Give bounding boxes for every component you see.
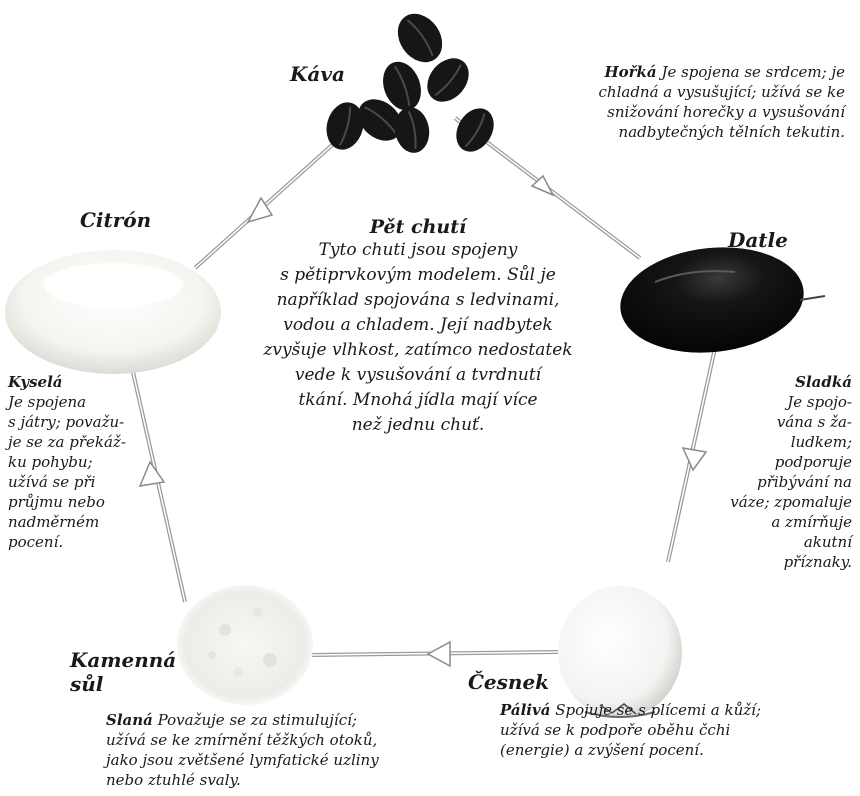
taste-slana: Slaná Považuje se za stimulující; užívá …: [106, 710, 426, 790]
label-kamenna-sul-line1: Kamenná: [70, 648, 177, 672]
label-kamenna-sul: Kamenná sůl: [70, 648, 176, 696]
taste-slana-line: Považuje se za stimulující;: [157, 711, 357, 729]
center-line: Tyto chuti jsou spojeny: [318, 240, 518, 260]
taste-sladka-line: přibývání na: [757, 473, 852, 491]
taste-sladka-line: váze; zpomaluje: [730, 493, 852, 511]
taste-horka-line: Je spojena se srdcem; je: [661, 63, 845, 81]
taste-sladka-line: akutní: [803, 533, 852, 551]
taste-kysela-name: Kyselá: [8, 373, 63, 391]
taste-sladka-line: podporuje: [774, 453, 852, 471]
taste-sladka-line: a zmírňuje: [771, 513, 852, 531]
center-line: tkání. Mnohá jídla mají více: [298, 390, 538, 410]
taste-paliva-line: Spojuje se s plícemi a kůží;: [555, 701, 762, 719]
taste-kysela: Kyselá Je spojena s játry; považu- je se…: [8, 372, 148, 552]
label-kamenna-sul-line2: sůl: [70, 672, 104, 696]
center-line: s pětiprvkovým modelem. Sůl je: [280, 265, 556, 285]
taste-horka-name: Hořká: [604, 63, 657, 81]
taste-slana-line: nebo ztuhlé svaly.: [106, 771, 241, 789]
label-kava: Káva: [290, 62, 345, 86]
taste-kysela-line: průjmu nebo: [8, 493, 105, 511]
taste-kysela-line: užívá se při: [8, 473, 96, 491]
label-citron: Citrón: [80, 208, 152, 232]
taste-kysela-line: je se za překáž-: [8, 433, 126, 451]
taste-paliva: Pálivá Spojuje se s plícemi a kůží; užív…: [500, 700, 850, 760]
taste-sladka: Sladká Je spojo- vána s ža- ludkem; podp…: [712, 372, 852, 572]
label-datle: Datle: [728, 228, 788, 252]
taste-paliva-line: užívá se k podpoře oběhu čchi: [500, 721, 731, 739]
center-line: například spojována s ledvinami,: [276, 290, 560, 310]
date-fruit-image: [620, 247, 826, 353]
arrow-datle-to-cesnek: [666, 347, 717, 563]
coffee-beans-image: [326, 13, 494, 153]
taste-horka-line: nadbytečných tělních tekutin.: [618, 123, 845, 141]
center-line: zvyšuje vlhkost, zatímco nedostatek: [263, 340, 573, 360]
taste-kysela-line: nadměrném: [8, 513, 100, 531]
taste-kysela-line: ku pohybu;: [8, 453, 93, 471]
center-body: Tyto chuti jsou spojeny s pětiprvkovým m…: [258, 238, 578, 438]
taste-sladka-name: Sladká: [795, 373, 852, 391]
garlic-image: [558, 586, 682, 718]
center-line: než jednu chuť.: [351, 415, 485, 435]
center-text-block: Pět chutí Tyto chuti jsou spojeny s pěti…: [258, 216, 578, 438]
taste-sladka-line: příznaky.: [783, 553, 852, 571]
arrow-cesnek-to-sul: [311, 640, 559, 668]
label-cesnek: Česnek: [468, 670, 550, 694]
center-title: Pět chutí: [369, 216, 467, 238]
taste-kysela-line: Je spojena: [8, 393, 87, 411]
taste-paliva-line: (energie) a zvýšení pocení.: [500, 741, 704, 759]
taste-kysela-line: s játry; považu-: [8, 413, 125, 431]
lemon-image: [5, 250, 221, 374]
taste-kysela-line: pocení.: [8, 533, 64, 551]
taste-sladka-line: vána s ža-: [776, 413, 852, 431]
taste-slana-name: Slaná: [106, 711, 153, 729]
center-line: vede k vysušování a tvrdnutí: [294, 365, 542, 385]
taste-horka-line: snižování horečky a vysušování: [607, 103, 845, 121]
taste-sladka-line: ludkem;: [790, 433, 852, 451]
center-line: vodou a chladem. Její nadbytek: [283, 315, 553, 335]
taste-slana-line: užívá se ke zmírnění těžkých otoků,: [106, 731, 378, 749]
taste-paliva-name: Pálivá: [500, 701, 551, 719]
taste-horka: Hořká Je spojena se srdcem; je chladná a…: [500, 62, 845, 142]
taste-slana-line: jako jsou zvětšené lymfatické uzliny: [106, 751, 379, 769]
rock-salt-image: [177, 585, 313, 705]
taste-sladka-line: Je spojo-: [787, 393, 852, 411]
taste-horka-line: chladná a vysušující; užívá se ke: [598, 83, 845, 101]
arrow-sul-to-citron: [126, 349, 187, 603]
